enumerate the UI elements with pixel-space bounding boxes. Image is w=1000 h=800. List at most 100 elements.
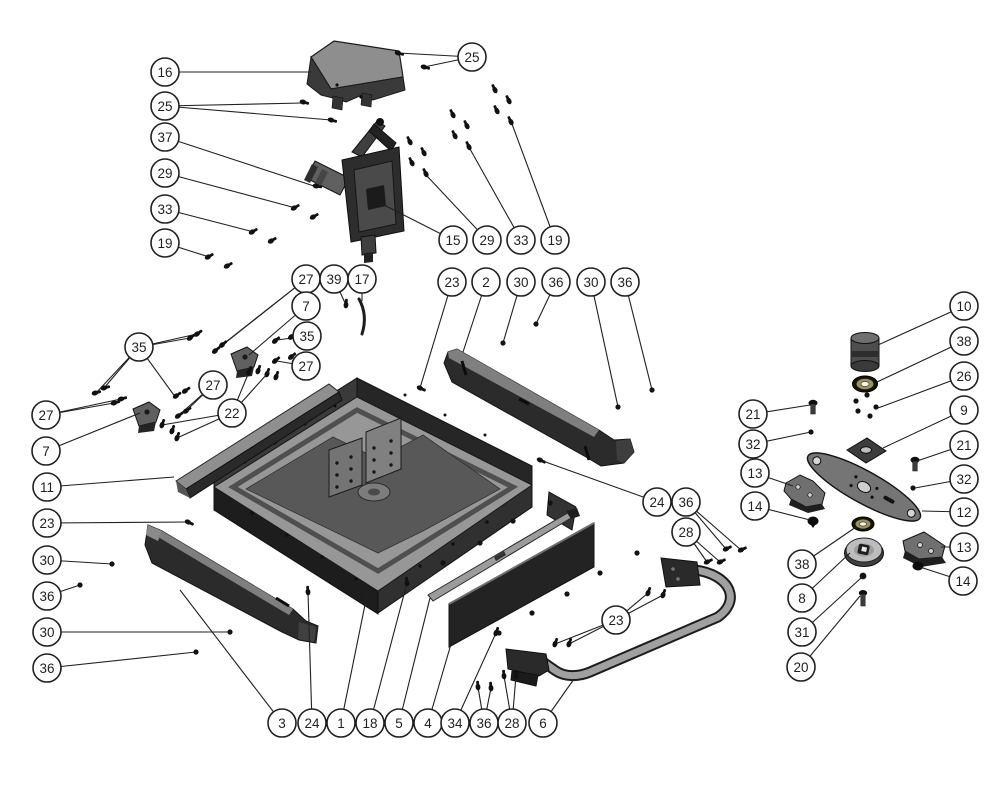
fastener-screw <box>493 105 500 115</box>
fastener-screw <box>716 558 726 565</box>
fastener-dot <box>510 518 516 524</box>
fastener-dot <box>808 429 814 435</box>
part-13-blade-bracket-right <box>902 531 946 567</box>
callout-33: 33 <box>150 194 180 224</box>
part-15-gearbox-motor <box>304 118 405 263</box>
callout-23: 23 <box>32 508 62 538</box>
fastener-screw <box>552 637 559 648</box>
callout-number: 30 <box>39 553 54 568</box>
callout-26: 26 <box>949 361 979 391</box>
callout-number: 18 <box>362 716 377 731</box>
fastener-dot <box>873 404 879 410</box>
part-4-front-baffle <box>448 522 595 648</box>
callout-number: 8 <box>798 591 806 606</box>
fastener-dot <box>193 649 199 655</box>
callout-36: 36 <box>32 581 62 611</box>
callout-36: 36 <box>541 267 571 297</box>
fastener-screw <box>408 157 415 167</box>
fastener-dot <box>867 413 873 419</box>
fastener-screw <box>169 424 176 435</box>
callout-3: 3 <box>267 708 297 738</box>
callout-number: 3 <box>278 716 286 731</box>
callout-number: 10 <box>956 299 971 314</box>
callout-32: 32 <box>949 464 979 494</box>
callout-27: 27 <box>291 351 321 381</box>
fastener-screw <box>703 558 713 565</box>
callout-10: 10 <box>949 291 979 321</box>
callout-number: 23 <box>39 516 54 531</box>
part-14-bolt-right <box>912 561 924 571</box>
spindle-assembly <box>783 332 946 607</box>
fastener-screw <box>211 346 221 354</box>
callout-number: 29 <box>479 233 494 248</box>
leader-line <box>164 105 332 121</box>
callout-number: 26 <box>956 369 971 384</box>
callout-number: 14 <box>747 499 763 514</box>
callout-number: 31 <box>794 625 809 640</box>
fastener-screw <box>182 406 192 414</box>
part-38-washer-bottom <box>851 516 875 532</box>
leader-line <box>511 123 556 241</box>
callout-number: 23 <box>444 275 459 290</box>
fastener-screw <box>404 576 410 587</box>
callout-number: 13 <box>956 540 971 555</box>
callout-number: 30 <box>39 625 54 640</box>
callout-number: 33 <box>513 233 528 248</box>
leader-line <box>882 409 965 449</box>
part-13-blade-bracket-left <box>783 474 826 513</box>
callout-13: 13 <box>740 458 770 488</box>
fastener-screw <box>420 64 431 70</box>
fastener-screw <box>660 588 667 599</box>
callout-13: 13 <box>949 532 979 562</box>
callout-7: 7 <box>31 436 61 466</box>
fastener-screw <box>327 117 338 123</box>
callout-number: 30 <box>583 275 598 290</box>
callout-36: 36 <box>469 708 499 738</box>
fastener-dot <box>496 630 502 636</box>
fastener-dot <box>615 404 621 410</box>
leader-line <box>877 375 965 409</box>
callout-number: 15 <box>445 233 460 248</box>
callout-15: 15 <box>438 225 468 255</box>
part-3-left-baffle <box>144 524 319 644</box>
callout-28: 28 <box>497 708 527 738</box>
fastener-screw <box>312 183 323 189</box>
fastener-dot <box>910 485 916 491</box>
leader-line <box>469 148 522 241</box>
callout-9: 9 <box>949 395 979 425</box>
callout-number: 30 <box>513 275 528 290</box>
callout-number: 11 <box>40 480 54 495</box>
fastener-screw <box>271 356 281 364</box>
callout-number: 12 <box>956 505 971 520</box>
callout-number: 28 <box>504 716 519 731</box>
fastener-screw <box>305 585 311 596</box>
callout-number: 36 <box>39 589 54 604</box>
leader-line <box>539 459 658 503</box>
callout-25: 25 <box>457 42 487 72</box>
leader-line <box>590 281 619 408</box>
leader-line <box>46 476 175 488</box>
fastener-screw <box>488 681 494 692</box>
callout-number: 27 <box>38 408 53 423</box>
fastener-dot <box>109 561 115 567</box>
leader-line <box>624 281 653 391</box>
part-16-cover <box>306 40 406 111</box>
callout-number: 36 <box>548 275 563 290</box>
callout-number: 4 <box>424 716 432 731</box>
callout-number: 27 <box>205 378 220 393</box>
callout-30: 30 <box>576 267 606 297</box>
fastener-screw <box>218 340 228 348</box>
fastener-screw <box>299 99 310 105</box>
callout-35: 35 <box>292 321 322 351</box>
callout-number: 19 <box>157 236 172 251</box>
fastener-screw <box>422 168 429 178</box>
callout-number: 32 <box>956 472 971 487</box>
fastener-screw <box>271 336 281 344</box>
callout-number: 28 <box>678 525 693 540</box>
part-6-push-bar <box>505 557 736 687</box>
leader-line <box>454 632 497 724</box>
callout-36: 36 <box>671 487 701 517</box>
fastener-screw <box>100 385 111 391</box>
callout-number: 27 <box>298 359 313 374</box>
